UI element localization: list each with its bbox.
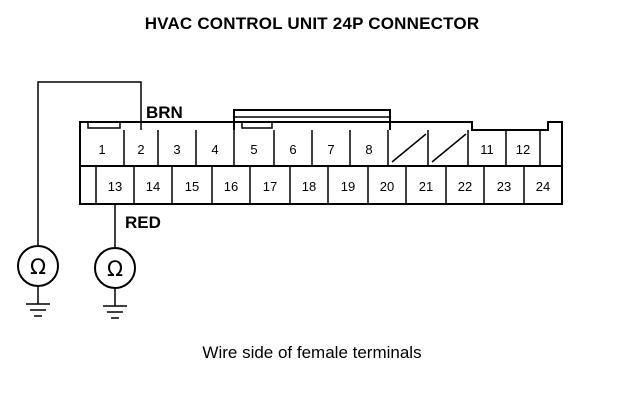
pin-2: 2: [137, 142, 144, 157]
pin-14: 14: [146, 179, 160, 194]
ohmmeter-2: Ω: [94, 247, 136, 319]
pin-3: 3: [173, 142, 180, 157]
probe-wires: [37, 81, 142, 248]
pin-5: 5: [250, 142, 257, 157]
pin-22: 22: [458, 179, 472, 194]
connector-body: [79, 109, 563, 205]
blank-cavity-10: [431, 133, 467, 163]
pin-15: 15: [185, 179, 199, 194]
pin-6: 6: [289, 142, 296, 157]
pin-24: 24: [536, 179, 550, 194]
pin-17: 17: [263, 179, 277, 194]
red-wire-label: RED: [125, 213, 161, 232]
bottom-row-pins: 13 14 15 16 17 18 19 20 21 22 23 24: [108, 179, 550, 194]
pin-20: 20: [380, 179, 394, 194]
brn-wire-label: BRN: [146, 103, 183, 122]
pin-19: 19: [341, 179, 355, 194]
pin-7: 7: [327, 142, 334, 157]
brn-wire: [37, 81, 142, 246]
ohmmeter-1: Ω: [17, 245, 59, 317]
ground-icon: [26, 286, 50, 317]
pin-12: 12: [516, 142, 530, 157]
pin-11: 11: [480, 142, 494, 157]
pin-1: 1: [98, 142, 105, 157]
diagram-title: HVAC CONTROL UNIT 24P CONNECTOR: [144, 14, 480, 33]
pin-13: 13: [108, 179, 122, 194]
ground-icon: [103, 288, 127, 319]
pin-18: 18: [302, 179, 316, 194]
ohm-symbol-icon: Ω: [30, 255, 46, 279]
bottom-row-dividers: [95, 166, 525, 204]
pin-16: 16: [224, 179, 238, 194]
pin-8: 8: [365, 142, 372, 157]
top-row-dividers: [123, 130, 541, 166]
ohm-symbol-icon: Ω: [107, 257, 123, 281]
pin-23: 23: [497, 179, 511, 194]
pin-4: 4: [211, 142, 218, 157]
pin-21: 21: [419, 179, 433, 194]
top-row-pins: 1 2 3 4 5 6 7 8 11 12: [98, 142, 530, 157]
blank-cavity-9: [391, 133, 427, 163]
diagram-caption: Wire side of female terminals: [202, 343, 422, 362]
